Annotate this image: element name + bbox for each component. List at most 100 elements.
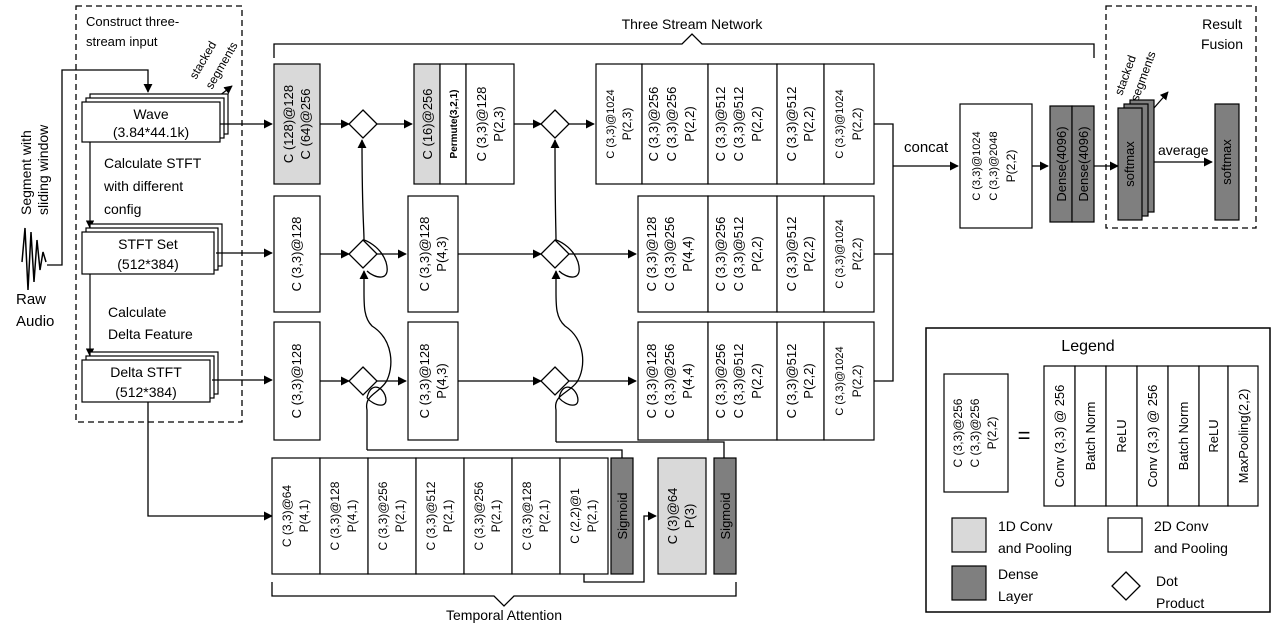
s3r-0-1: C (3,3)@256 [662, 344, 677, 419]
calc-delta-label-2: Delta Feature [108, 326, 193, 342]
legend-title: Legend [1061, 338, 1114, 355]
att-5-1: P(2,1) [537, 500, 551, 533]
legend-columns: Conv (3,3) @ 256 Batch Norm ReLU Conv (3… [1043, 365, 1259, 507]
attention-conv1d [657, 457, 707, 575]
s2r-0-2: P(4,4) [680, 236, 695, 271]
temporal-title: Temporal Attention [446, 607, 562, 623]
legend-col-6: MaxPooling(2,2) [1236, 389, 1251, 484]
legend-example-block [943, 373, 1009, 493]
legend-swatch-conv1d [951, 517, 987, 553]
construct-input-box [75, 5, 243, 423]
stream1-b1-line1: C (128)@128 [281, 85, 296, 163]
att-conv1d-1: C (3)@64 [665, 488, 680, 545]
s2r-3-0: C (3,3)@1024 [834, 219, 846, 288]
legend-col-3: Conv (3,3) @ 256 [1145, 385, 1160, 488]
calc-stft-label-3: config [104, 201, 141, 217]
s3r-1-0: C (3,3)@256 [713, 344, 728, 419]
raw-audio-label-2: Audio [16, 313, 54, 330]
construct-label-1: Construct three- [86, 14, 179, 29]
temporal-brace [271, 582, 737, 607]
fusion-block-2: C (3,3)@2048 [988, 131, 1000, 200]
att-2-1: P(2,1) [393, 500, 407, 533]
s1r-0-1: P(2,3) [620, 108, 634, 141]
result-fusion-label-2: Fusion [1201, 36, 1243, 52]
s1r-2-0: C (3,3)@512 [713, 87, 728, 162]
att-2-0: C (3,3)@256 [376, 481, 390, 550]
legend-ex-3: P(2,2) [985, 417, 999, 450]
three-stream-title: Three Stream Network [622, 16, 764, 32]
legend-ex-1: C (3,3)@256 [951, 398, 965, 467]
sigmoid-1 [610, 457, 634, 575]
stream2-b2-line2: P(4,3) [434, 236, 449, 271]
legend-dot-product-icon [1111, 571, 1141, 601]
calc-delta-label-1: Calculate [108, 304, 167, 320]
dot-product-s1-1 [348, 109, 378, 139]
att-3-1: P(2,1) [441, 500, 455, 533]
att-5-0: C (3,3)@128 [520, 481, 534, 550]
waveform-icon [21, 227, 47, 291]
stft-set-label: STFT Set [118, 236, 178, 252]
dense-label-1: Dense(4096) [1054, 126, 1069, 201]
softmax-label-2: softmax [1219, 139, 1234, 185]
s2r-2-1: P(2,2) [801, 236, 816, 271]
dense-layer-2 [1071, 105, 1095, 223]
legend-col-5: ReLU [1206, 419, 1221, 452]
legend-swatch-conv2d [1107, 517, 1143, 553]
s3r-3-1: P(2,2) [850, 365, 864, 398]
att-6-0: C (2,2)@1 [568, 488, 582, 544]
att-0-1: P(4,1) [297, 500, 311, 533]
result-fusion-label-1: Result [1202, 16, 1242, 32]
s1r-4-0: C (3,3)@1024 [834, 89, 846, 158]
attention-curve-1 [359, 270, 392, 450]
attention-curve-2 [551, 270, 584, 442]
wave-label: Wave [133, 106, 168, 122]
concat-label: concat [904, 139, 949, 156]
stream2-b2-line1: C (3,3)@128 [417, 217, 432, 292]
stream1-permute-block [439, 63, 467, 185]
s2r-1-2: P(2,2) [749, 236, 764, 271]
stream3-conv-block [273, 321, 321, 441]
fusion-conv-block [959, 103, 1033, 229]
stft-set-size: (512*384) [117, 256, 179, 272]
stream1-b1-line2: C (64)@256 [298, 88, 313, 159]
s3r-1-1: C (3,3)@512 [731, 344, 746, 419]
dense-label-2: Dense(4096) [1076, 126, 1091, 201]
legend-dot-1: Dot [1156, 573, 1178, 589]
dot-product-s3-2 [540, 366, 570, 396]
dot-product-s2-1 [348, 239, 378, 269]
legend-equals: = [1018, 423, 1031, 448]
legend-col-1: Batch Norm [1083, 402, 1098, 471]
s1r-1-0: C (3,3)@256 [646, 87, 661, 162]
calc-stft-label-2: with different [103, 178, 183, 194]
att-conv1d-2: P(3) [682, 504, 697, 529]
attention-cells: C (3,3)@64 P(4,1) C (3,3)@128 P(4,1) C (… [271, 457, 609, 575]
s3r-2-0: C (3,3)@512 [784, 344, 799, 419]
fusion-block-3: P(2,2) [1004, 150, 1018, 183]
legend-conv2d-1: 2D Conv [1154, 518, 1208, 534]
att-4-0: C (3,3)@256 [472, 481, 486, 550]
att-1-0: C (3,3)@128 [328, 481, 342, 550]
dot-product-s2-2 [540, 239, 570, 269]
softmax-label-1: softmax [1122, 141, 1137, 187]
stream2-conv-block [273, 195, 321, 313]
stft-set-box [81, 231, 215, 275]
legend-conv1d-1: 1D Conv [998, 518, 1052, 534]
s1r-1-1: C (3,3)@256 [664, 87, 679, 162]
s1r-2-2: P(2,2) [749, 106, 764, 141]
stream3-right-group: C (3,3)@128 C (3,3)@256 P(4,4) C (3,3)@2… [637, 321, 875, 441]
s1r-0-0: C (3,3)@1024 [605, 89, 617, 158]
stream1-conv1d-block [273, 63, 321, 185]
legend-dense-2: Layer [998, 588, 1033, 604]
softmax-final [1214, 103, 1240, 221]
softmax-stack [1117, 107, 1143, 221]
attention-curve-2b [550, 139, 560, 241]
raw-audio-arrow [47, 69, 153, 266]
delta-stft-box [81, 359, 211, 403]
s1r-3-1: P(2,2) [801, 106, 816, 141]
legend-dot-2: Product [1156, 595, 1204, 611]
s3r-1-2: P(2,2) [749, 363, 764, 398]
stream1-conv2d-block [465, 63, 515, 185]
stream3-b1: C (3,3)@128 [289, 344, 304, 419]
s3r-3-0: C (3,3)@1024 [834, 346, 846, 415]
s3r-2-1: P(2,2) [801, 363, 816, 398]
